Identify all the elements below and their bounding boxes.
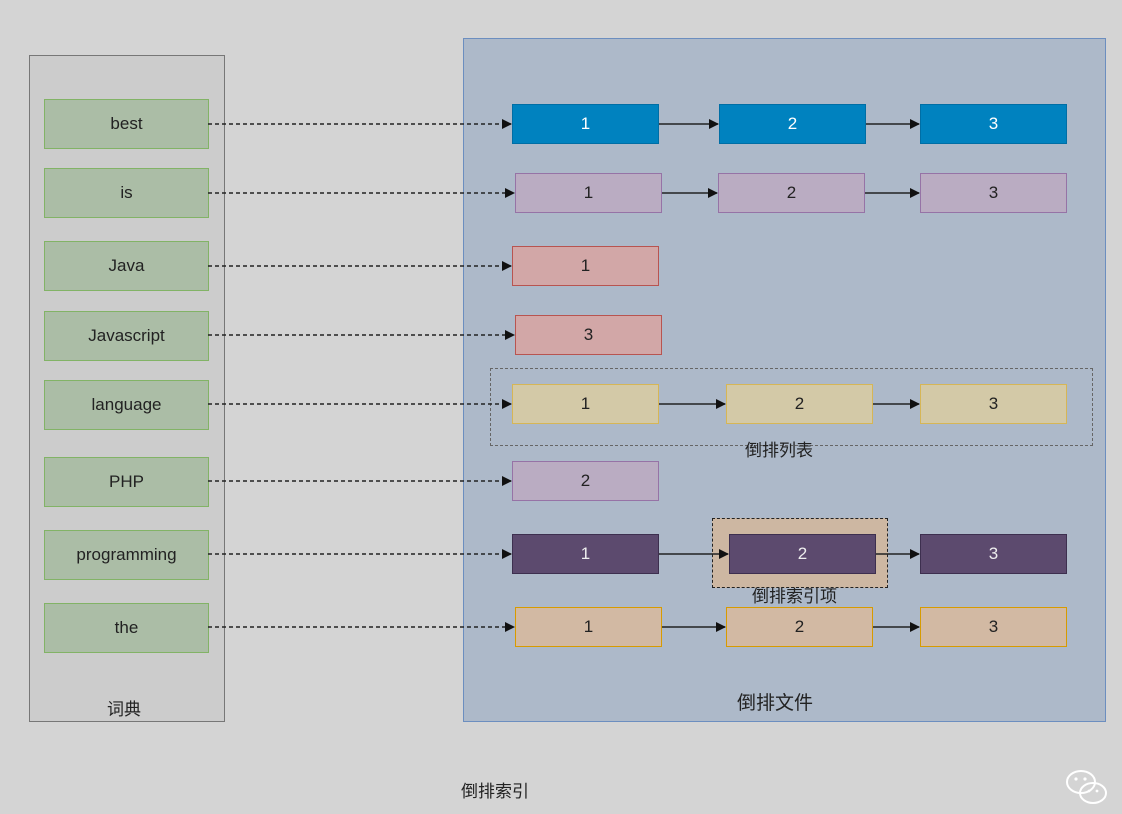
dictionary-term: Javascript — [44, 311, 209, 361]
posting-doc-id: 1 — [512, 534, 659, 574]
posting-doc-id: 3 — [920, 384, 1067, 424]
posting-doc-id: 2 — [719, 104, 866, 144]
posting-doc-id: 3 — [920, 104, 1067, 144]
dictionary-term: PHP — [44, 457, 209, 507]
posting-doc-id: 3 — [920, 534, 1067, 574]
inverted-file-title: 倒排文件 — [737, 693, 814, 714]
posting-doc-id: 3 — [920, 173, 1067, 213]
posting-doc-id: 3 — [920, 607, 1067, 647]
dictionary-term: language — [44, 380, 209, 430]
posting-doc-id: 1 — [512, 104, 659, 144]
dictionary-term: the — [44, 603, 209, 653]
posting-doc-id: 1 — [512, 246, 659, 286]
posting-doc-id: 1 — [515, 607, 662, 647]
posting-doc-id: 2 — [729, 534, 876, 574]
posting-doc-id: 2 — [718, 173, 865, 213]
dictionary-term: Java — [44, 241, 209, 291]
postings-list-label: 倒排列表 — [745, 441, 813, 460]
posting-doc-id: 1 — [512, 384, 659, 424]
diagram-caption: 倒排索引 — [461, 782, 529, 801]
posting-doc-id: 1 — [515, 173, 662, 213]
dictionary-term: best — [44, 99, 209, 149]
postings-list-group — [490, 368, 1093, 446]
posting-doc-id: 2 — [512, 461, 659, 501]
wechat-icon — [1066, 770, 1107, 804]
dictionary-term: programming — [44, 530, 209, 580]
dictionary-title: 词典 — [107, 700, 141, 719]
posting-doc-id: 2 — [726, 384, 873, 424]
posting-entry-label: 倒排索引项 — [752, 587, 837, 606]
dictionary-term: is — [44, 168, 209, 218]
posting-doc-id: 3 — [515, 315, 662, 355]
posting-doc-id: 2 — [726, 607, 873, 647]
